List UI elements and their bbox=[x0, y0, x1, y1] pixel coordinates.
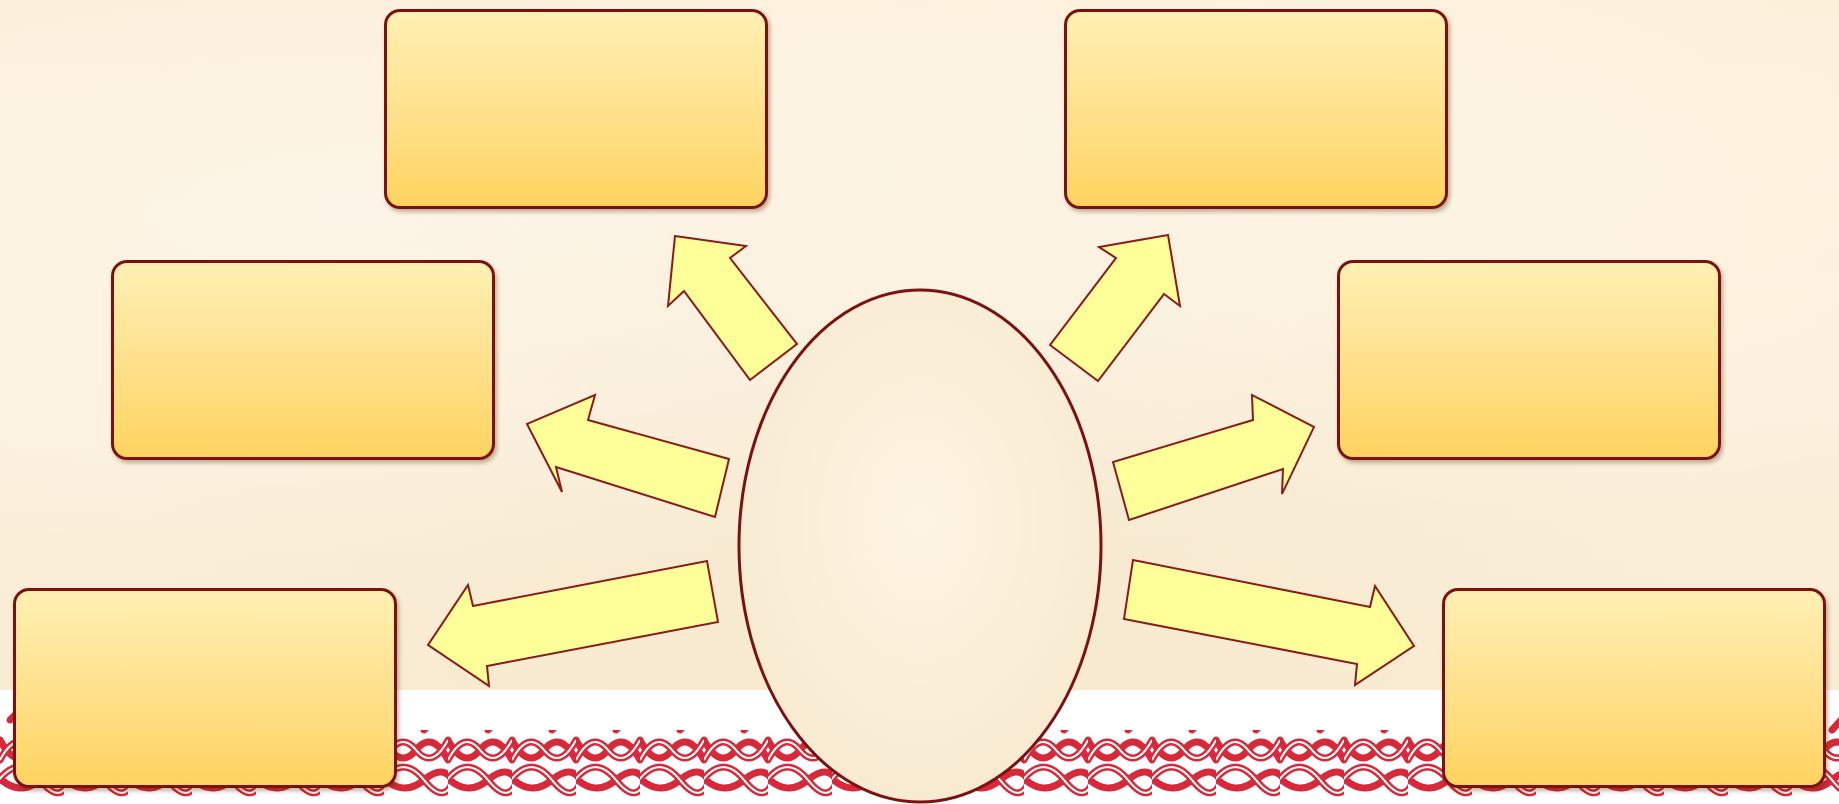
box-top-left bbox=[384, 9, 768, 209]
center-oval bbox=[739, 290, 1101, 802]
box-bottom-right bbox=[1442, 588, 1826, 788]
box-bottom-left bbox=[13, 588, 397, 788]
box-middle-left bbox=[111, 260, 495, 460]
box-middle-right bbox=[1337, 260, 1721, 460]
box-top-right bbox=[1064, 9, 1448, 209]
